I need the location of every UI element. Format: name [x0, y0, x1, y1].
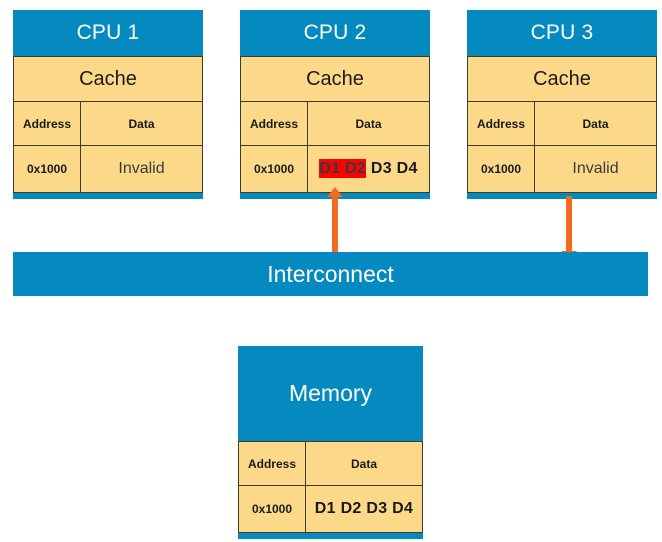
cell-data-2: D1 D2 D3 D4	[307, 145, 429, 192]
bus-link-arrow-cpu3	[561, 196, 577, 261]
column-header-address: Address	[241, 102, 308, 146]
table-header-row: Address Data	[239, 442, 422, 486]
cache-label-1: Cache	[14, 57, 202, 102]
table-row: 0x1000 Invalid	[468, 145, 656, 192]
column-header-address: Address	[14, 102, 81, 146]
cache-state-1: Invalid	[118, 160, 165, 177]
memory-title: Memory	[288, 380, 373, 406]
cell-address-2: 0x1000	[241, 145, 308, 192]
table-header-row: Address Data	[468, 102, 656, 146]
cache-table-2: Address Data 0x1000 D1 D2 D3 D4	[241, 102, 429, 192]
interconnect-bar: Interconnect	[13, 252, 648, 296]
memory-block: Memory Address Data 0x1000 D1 D2 D3 D4	[238, 346, 423, 539]
memory-data-words: D1 D2 D3 D4	[314, 500, 414, 517]
table-header-row: Address Data	[14, 102, 202, 146]
column-header-data: Data	[305, 442, 422, 486]
cell-data-1: Invalid	[80, 145, 202, 192]
cache-label-3: Cache	[468, 57, 656, 102]
arrow-head-up-icon	[327, 187, 343, 197]
cpu-block-2: CPU 2 Cache Address Data 0x1000 D1 D2 D3…	[240, 10, 430, 199]
cache-data-words-2: D1 D2 D3 D4	[319, 159, 417, 178]
column-header-address: Address	[468, 102, 535, 146]
cell-address-memory: 0x1000	[239, 485, 306, 532]
column-header-address: Address	[239, 442, 306, 486]
cache-block-1: Cache Address Data 0x1000 Invalid	[13, 56, 203, 193]
cache-table-1: Address Data 0x1000 Invalid	[14, 102, 202, 192]
cell-data-3: Invalid	[534, 145, 656, 192]
interconnect-label: Interconnect	[267, 260, 394, 287]
cache-label-2: Cache	[241, 57, 429, 102]
memory-table: Address Data 0x1000 D1 D2 D3 D4	[239, 442, 422, 532]
cache-block-2: Cache Address Data 0x1000 D1 D2 D3 D4	[240, 56, 430, 193]
table-row: 0x1000 Invalid	[14, 145, 202, 192]
table-row: 0x1000 D1 D2 D3 D4	[239, 485, 422, 532]
data-rest-2: D3 D4	[366, 160, 418, 177]
cpu-block-3: CPU 3 Cache Address Data 0x1000 Invalid	[467, 10, 657, 199]
memory-table-wrap: Address Data 0x1000 D1 D2 D3 D4	[238, 441, 423, 533]
cell-address-1: 0x1000	[14, 145, 81, 192]
cache-block-3: Cache Address Data 0x1000 Invalid	[467, 56, 657, 193]
cpu-block-1: CPU 1 Cache Address Data 0x1000 Invalid	[13, 10, 203, 199]
cell-address-3: 0x1000	[468, 145, 535, 192]
cell-data-memory: D1 D2 D3 D4	[305, 485, 422, 532]
bus-link-arrow-cpu2	[327, 187, 343, 252]
cache-table-3: Address Data 0x1000 Invalid	[468, 102, 656, 192]
column-header-data: Data	[80, 102, 202, 146]
cpu-title-1: CPU 1	[76, 21, 140, 44]
cpu-title-3: CPU 3	[530, 21, 594, 44]
cache-state-3: Invalid	[572, 160, 619, 177]
column-header-data: Data	[307, 102, 429, 146]
column-header-data: Data	[534, 102, 656, 146]
data-highlight-2: D1 D2	[319, 159, 367, 178]
table-header-row: Address Data	[241, 102, 429, 146]
table-row: 0x1000 D1 D2 D3 D4	[241, 145, 429, 192]
cpu-title-2: CPU 2	[303, 21, 367, 44]
